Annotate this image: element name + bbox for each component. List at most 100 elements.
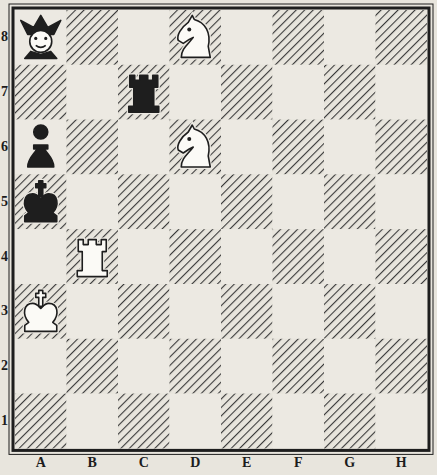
board-square — [273, 394, 325, 449]
board-square — [15, 394, 67, 449]
board-square — [67, 174, 119, 229]
board-square — [221, 10, 273, 65]
board-square — [67, 65, 119, 120]
board-square — [67, 120, 119, 175]
board-square — [118, 10, 170, 65]
piece-halo — [77, 240, 107, 277]
file-label: G — [344, 456, 355, 470]
black-pawn — [28, 125, 54, 167]
piece-part — [187, 137, 191, 141]
board-square — [324, 65, 376, 120]
piece-part — [77, 240, 107, 277]
piece-halo — [34, 125, 48, 139]
board-square — [376, 120, 428, 175]
board-square — [170, 229, 222, 284]
board-square — [273, 10, 325, 65]
piece-part — [36, 45, 46, 47]
board-square — [118, 229, 170, 284]
board-square — [324, 229, 376, 284]
board-square — [118, 120, 170, 175]
rank-label: 3 — [1, 304, 8, 318]
rank-label: 5 — [1, 195, 8, 209]
board-square — [15, 339, 67, 394]
rank-label: 4 — [1, 250, 8, 264]
board-square — [273, 284, 325, 339]
board-square — [376, 339, 428, 394]
white-knight — [178, 125, 210, 167]
board-square — [170, 394, 222, 449]
board-square — [376, 394, 428, 449]
board-square — [221, 174, 273, 229]
white-jester — [21, 15, 61, 58]
piece-part — [34, 145, 48, 149]
piece-halo — [30, 30, 52, 52]
board-square — [221, 394, 273, 449]
piece-part — [28, 149, 54, 167]
board-square — [221, 339, 273, 394]
board-square — [376, 229, 428, 284]
board-square — [221, 65, 273, 120]
board-square — [170, 120, 222, 175]
piece-halo — [36, 181, 46, 197]
rank-label: 7 — [1, 85, 8, 99]
piece-halo — [28, 149, 54, 167]
black-rook — [129, 75, 159, 112]
board-square — [67, 10, 119, 65]
board-square — [15, 284, 67, 339]
file-label: F — [294, 456, 303, 470]
piece-part — [25, 303, 57, 331]
board-square — [15, 65, 67, 120]
piece-part — [34, 125, 48, 139]
piece-part — [187, 27, 191, 31]
file-label: A — [36, 456, 46, 470]
piece-halo — [25, 303, 57, 331]
rank-label: 1 — [1, 414, 8, 428]
piece-part — [30, 30, 52, 52]
board-square — [15, 174, 67, 229]
rank-label: 8 — [1, 30, 8, 44]
board-square — [170, 65, 222, 120]
black-king — [25, 181, 57, 222]
board-square — [273, 174, 325, 229]
piece-halo — [34, 145, 48, 149]
board-square — [324, 10, 376, 65]
piece-part — [129, 75, 159, 112]
board-square — [324, 174, 376, 229]
board-square — [376, 10, 428, 65]
pieces — [21, 15, 211, 331]
white-king — [25, 290, 57, 331]
piece-halo — [129, 75, 159, 112]
board-square — [170, 339, 222, 394]
file-label: E — [242, 456, 251, 470]
board-square — [170, 284, 222, 339]
piece-halo — [178, 125, 210, 167]
piece-halo — [25, 194, 57, 222]
piece-part — [178, 15, 210, 57]
squares — [15, 10, 427, 448]
board-square — [221, 120, 273, 175]
board-square — [118, 174, 170, 229]
file-label: H — [396, 456, 407, 470]
piece-part — [36, 290, 46, 306]
board-square — [15, 10, 67, 65]
board-square — [15, 120, 67, 175]
board-square — [273, 120, 325, 175]
file-label: C — [139, 456, 149, 470]
board-square — [15, 229, 67, 284]
board-square — [170, 174, 222, 229]
piece-part — [44, 37, 47, 40]
piece-part — [178, 125, 210, 167]
board-square — [273, 65, 325, 120]
board-square — [170, 10, 222, 65]
board-square — [273, 339, 325, 394]
piece-part — [34, 37, 37, 40]
board-square — [118, 339, 170, 394]
board-square — [324, 339, 376, 394]
piece-part — [25, 51, 57, 58]
piece-part — [25, 194, 57, 222]
board-square — [67, 394, 119, 449]
file-label: D — [190, 456, 200, 470]
piece-part — [36, 181, 46, 197]
